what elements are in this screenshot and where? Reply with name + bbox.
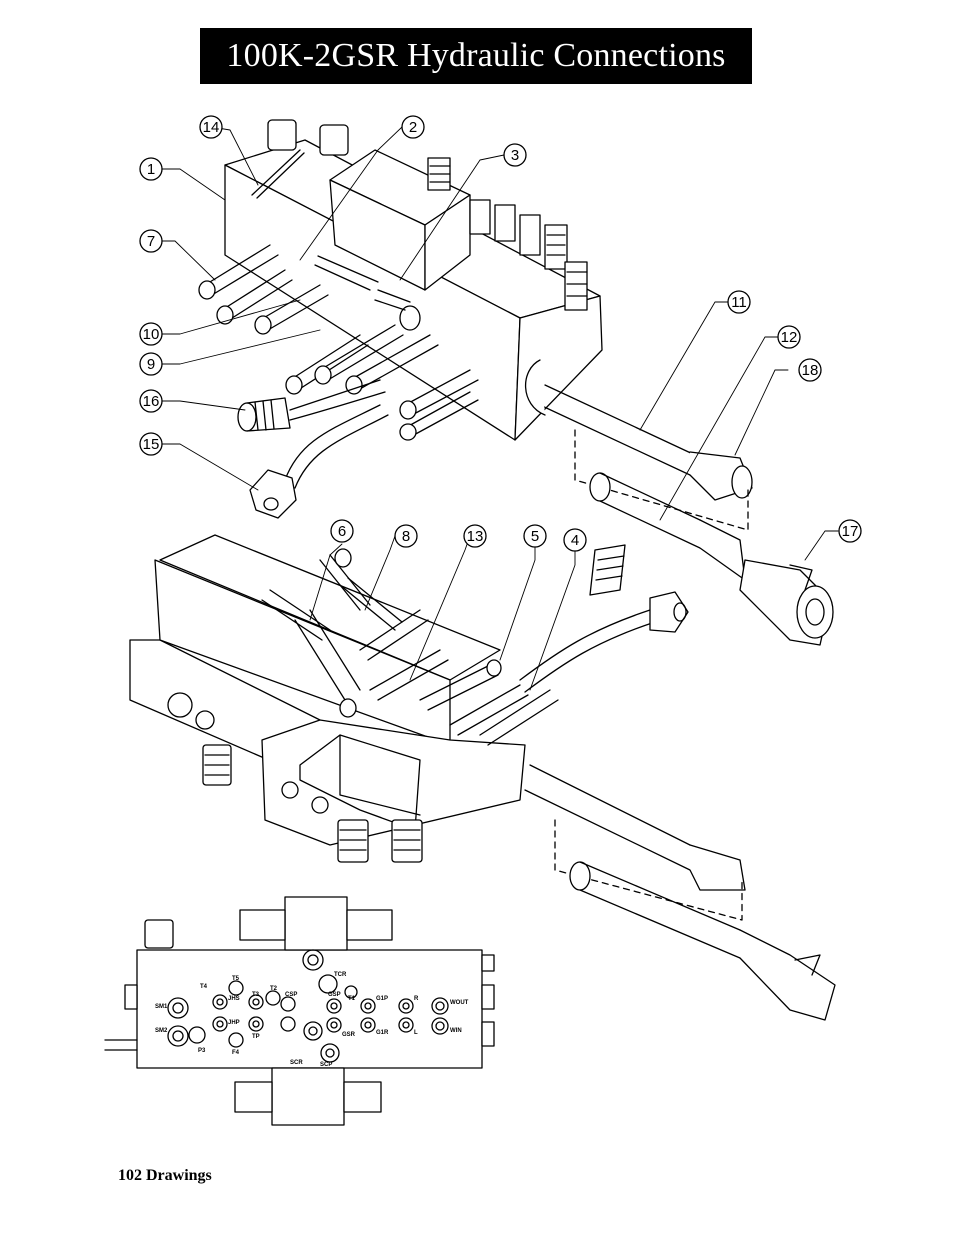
swivel-nut-15 <box>249 469 297 519</box>
port-label: L <box>414 1030 418 1036</box>
port-label: SM2 <box>155 1028 168 1034</box>
callout-label: 14 <box>203 119 220 136</box>
callout-label: 15 <box>143 436 160 453</box>
lower-knob-valves <box>202 744 423 863</box>
callout-group: 1 2 3 4 5 6 7 8 9 10 11 12 13 14 15 16 1… <box>139 115 862 552</box>
hammer-union-17 <box>739 559 834 646</box>
callout-12: 12 <box>777 325 801 349</box>
hose-16 <box>289 379 386 421</box>
upper-solenoid-valves <box>267 119 588 311</box>
lower-pipe <box>524 764 746 891</box>
port-label: P3 <box>198 1048 206 1054</box>
port-label: SCR <box>290 1060 303 1066</box>
fitting-16 <box>237 397 291 432</box>
callout-15: 15 <box>139 432 163 456</box>
port-label: JHS <box>228 996 240 1002</box>
callout-9: 9 <box>139 352 163 376</box>
rod-14 <box>251 149 305 199</box>
port-label: WOUT <box>450 1000 469 1006</box>
hose-15 <box>284 404 389 489</box>
port-label: F4 <box>232 1050 240 1056</box>
lower-fittings-array <box>261 548 559 746</box>
callout-13: 13 <box>463 524 487 548</box>
hose-4 <box>519 609 656 693</box>
port-label: CSP <box>285 992 297 998</box>
callout-4: 4 <box>563 528 587 552</box>
callout-18: 18 <box>798 358 822 382</box>
port-label: T5 <box>232 976 240 982</box>
callout-6: 6 <box>330 519 354 543</box>
callout-label: 13 <box>467 528 484 545</box>
port-label: GSR <box>342 1032 356 1038</box>
callout-label: 12 <box>781 329 798 346</box>
page-title: 100K-2GSR Hydraulic Connections <box>226 37 726 74</box>
callout-17: 17 <box>838 519 862 543</box>
callout-label: 10 <box>143 326 160 343</box>
lower-hose-assembly <box>569 861 836 1021</box>
port-label: T3 <box>252 992 260 998</box>
upper-manifold-assembly <box>198 119 834 646</box>
port-label: TP <box>252 1034 260 1040</box>
callout-16: 16 <box>139 389 163 413</box>
page-footer: 102 Drawings <box>118 1167 212 1184</box>
title-bar: 100K-2GSR Hydraulic Connections <box>200 28 752 84</box>
callout-10: 10 <box>139 322 163 346</box>
port-label: GSP <box>328 992 341 998</box>
callout-3: 3 <box>503 143 527 167</box>
alignment-box-upper <box>574 429 749 531</box>
callout-label: 18 <box>802 362 819 379</box>
port-label: T4 <box>200 984 208 990</box>
callout-label: 7 <box>147 233 155 250</box>
port-label: SM1 <box>155 1004 168 1010</box>
pipe-11 <box>524 359 753 501</box>
callout-label: 8 <box>402 528 410 545</box>
port-label: G1P <box>376 996 388 1002</box>
callout-2: 2 <box>401 115 425 139</box>
callout-label: 11 <box>731 294 747 311</box>
alignment-box-lower <box>554 819 743 921</box>
callout-label: 4 <box>571 532 579 549</box>
callout-14: 14 <box>199 115 223 139</box>
callout-label: 1 <box>147 161 155 178</box>
port-label: T1 <box>348 996 356 1002</box>
callout-7: 7 <box>139 229 163 253</box>
callout-8: 8 <box>394 524 418 548</box>
port-label: JHP <box>228 1020 240 1026</box>
port-label-group: SM1 SM2 P3 T4 JHS JHP T5 T3 T2 F4 TP CSP… <box>155 972 469 1068</box>
callout-label: 16 <box>143 393 160 410</box>
lower-manifold-assembly <box>129 534 836 1021</box>
port-label: R <box>414 996 419 1002</box>
callout-label: 5 <box>531 528 539 545</box>
port-label: T2 <box>270 986 278 992</box>
port-label: G1R <box>376 1030 389 1036</box>
swivel-nut-4 <box>649 591 689 633</box>
callout-label: 9 <box>147 356 155 373</box>
port-label: SCP <box>320 1062 332 1068</box>
port-label: WIN <box>450 1028 462 1034</box>
callout-label: 2 <box>409 119 417 136</box>
callout-label: 6 <box>338 523 346 540</box>
callout-11: 11 <box>727 290 751 314</box>
callout-label: 17 <box>842 523 859 540</box>
front-view-ports <box>167 949 449 1063</box>
callout-1: 1 <box>139 157 163 181</box>
front-view-manifold <box>104 896 495 1126</box>
fitting-4 <box>589 544 626 596</box>
upper-fittings-array <box>198 244 479 441</box>
callout-label: 3 <box>511 147 519 164</box>
port-label: TCR <box>334 972 347 978</box>
hose-12 <box>589 472 746 581</box>
callout-5: 5 <box>523 524 547 548</box>
